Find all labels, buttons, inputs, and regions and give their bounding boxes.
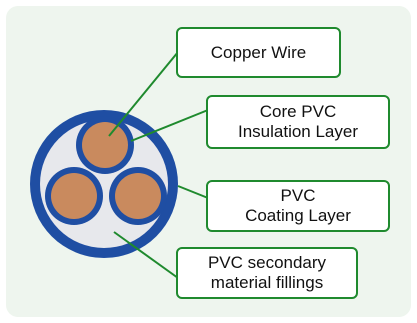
copper-conductor-top — [82, 122, 128, 168]
label-filling-line2: material fillings — [210, 273, 324, 292]
copper-conductor-left — [51, 173, 97, 219]
label-pvc-secondary-fillings: PVC secondary material fillings — [176, 247, 358, 299]
copper-conductor-right — [115, 173, 161, 219]
leader-line-filling — [113, 231, 179, 279]
label-coating-line2: Coating Layer — [245, 206, 351, 225]
label-copper-wire: Copper Wire — [176, 27, 341, 78]
label-pvc-coating-layer: PVC Coating Layer — [206, 180, 390, 232]
leader-line-copper — [108, 51, 179, 137]
label-copper-wire-text: Copper Wire — [210, 42, 307, 62]
label-core-pvc-insulation: Core PVC Insulation Layer — [206, 95, 390, 149]
leader-line-coating — [177, 185, 209, 199]
label-core-insulation-line1: Core PVC — [259, 102, 337, 121]
label-coating-line1: PVC — [280, 186, 316, 205]
label-filling-line1: PVC secondary — [207, 253, 327, 272]
label-core-insulation-line2: Insulation Layer — [237, 122, 359, 141]
leader-line-core-insulation — [130, 109, 209, 142]
